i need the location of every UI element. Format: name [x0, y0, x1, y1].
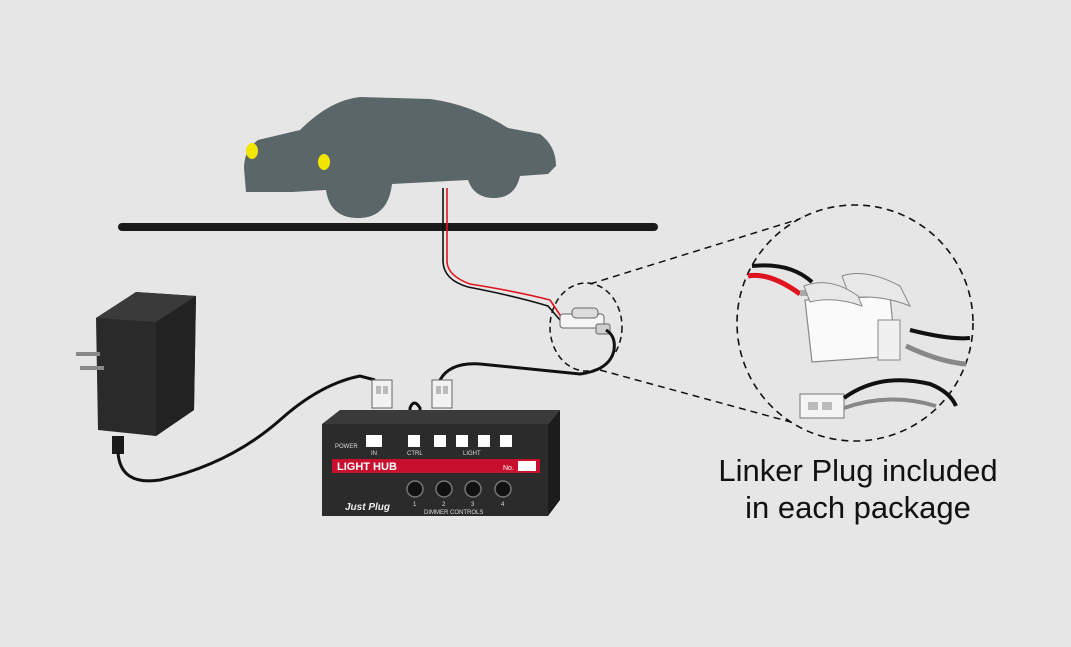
hub-dimmer-label: DIMMER CONTROLS: [424, 510, 483, 516]
power-adapter: [76, 292, 196, 454]
caption-line-1: Linker Plug included: [718, 453, 998, 488]
caption-line-2: in each package: [745, 490, 971, 525]
hub-light-label: LIGHT: [463, 451, 481, 457]
dimmer-knob-4: [494, 480, 512, 498]
hub-number-box: [518, 461, 536, 471]
headlight-right: [318, 154, 330, 170]
wire-car-black: [442, 188, 561, 321]
power-cable: [116, 374, 376, 483]
dimmer-knob-2: [435, 480, 453, 498]
port-light-1: [434, 435, 446, 447]
linker-plug-detail: [747, 263, 971, 419]
hub-knob-number-2: 2: [442, 502, 446, 508]
port-light-3: [478, 435, 490, 447]
light-hub: [322, 410, 560, 516]
ctrl-jumper-loop: [408, 401, 422, 420]
hub-number-label: No.: [503, 465, 514, 472]
hub-power-label: POWER: [335, 444, 358, 450]
linker-plug-small: [559, 307, 611, 335]
hub-brand-logo: Just Plug: [345, 502, 390, 513]
hub-title: LIGHT HUB: [337, 461, 397, 473]
dimmer-knob-1: [406, 480, 424, 498]
headlight-left: [246, 143, 258, 159]
port-ctrl: [408, 435, 420, 447]
caption: Linker Plug included in each package: [690, 452, 1026, 526]
port-light-4: [500, 435, 512, 447]
dimmer-knob-3: [464, 480, 482, 498]
zoom-line-top: [589, 211, 823, 285]
track-line: [118, 223, 658, 231]
car-silhouette: [244, 97, 556, 218]
port-light-2: [456, 435, 468, 447]
port-in: [366, 435, 382, 447]
light-out-connector: [431, 379, 453, 409]
hub-knob-number-4: 4: [501, 502, 505, 508]
hub-label-bar: [332, 459, 540, 473]
hub-to-linker-cable: [438, 328, 616, 381]
hub-ctrl-label: CTRL: [407, 451, 423, 457]
hub-in-label: IN: [371, 451, 377, 457]
hub-knob-number-1: 1: [413, 502, 417, 508]
wire-car-red: [446, 188, 563, 319]
zoom-source-circle: [549, 282, 623, 372]
hub-knob-number-3: 3: [471, 502, 475, 508]
power-in-connector: [371, 379, 393, 409]
